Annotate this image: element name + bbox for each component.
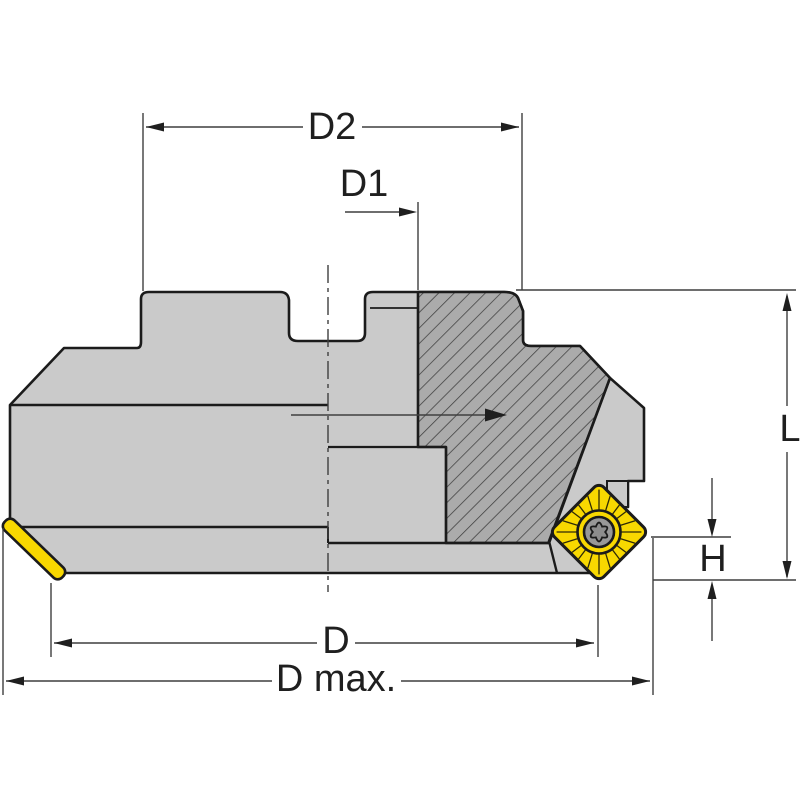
- l-arrow-top: [782, 293, 792, 311]
- h-arrow-upper: [707, 519, 717, 537]
- label-d2: D2: [308, 106, 357, 148]
- dimension-h: [651, 478, 731, 641]
- d1-arrow: [399, 207, 417, 217]
- bore-axis-arrow: [291, 408, 507, 422]
- pocket-wall-edge: [547, 377, 612, 574]
- insert-right: [550, 483, 648, 581]
- dimension-labels: D2 D1 L H D D max.: [276, 106, 800, 700]
- insert-left: [1, 517, 67, 581]
- d2-arrow-right: [501, 122, 519, 132]
- d2-arrow-left: [146, 122, 164, 132]
- dimension-l: [516, 289, 796, 581]
- dmax-arrow-left: [6, 676, 24, 686]
- l-arrow-bottom: [782, 561, 792, 579]
- torx-star: [589, 521, 609, 543]
- dimension-d: [50, 583, 599, 657]
- label-h: H: [699, 538, 726, 580]
- label-d-max: D max.: [276, 658, 396, 700]
- body-edges: [10, 307, 612, 574]
- d-arrow-left: [54, 638, 72, 648]
- cutter-body: [8, 290, 646, 575]
- dimensions: [2, 113, 796, 695]
- label-d: D: [322, 620, 349, 662]
- dimension-d-max: [2, 528, 654, 695]
- h-arrow-lower: [707, 581, 717, 599]
- dimension-d2: [142, 113, 523, 291]
- bore-arrow-head: [485, 408, 507, 422]
- label-l: L: [779, 408, 800, 450]
- torx-screw-icon: [576, 509, 622, 555]
- insert-facet-lines: [556, 489, 642, 575]
- insert-left-body: [1, 517, 67, 581]
- dmax-arrow-right: [632, 676, 650, 686]
- d-arrow-right: [576, 638, 594, 648]
- dimension-d1: [345, 202, 419, 290]
- label-d1: D1: [340, 163, 389, 205]
